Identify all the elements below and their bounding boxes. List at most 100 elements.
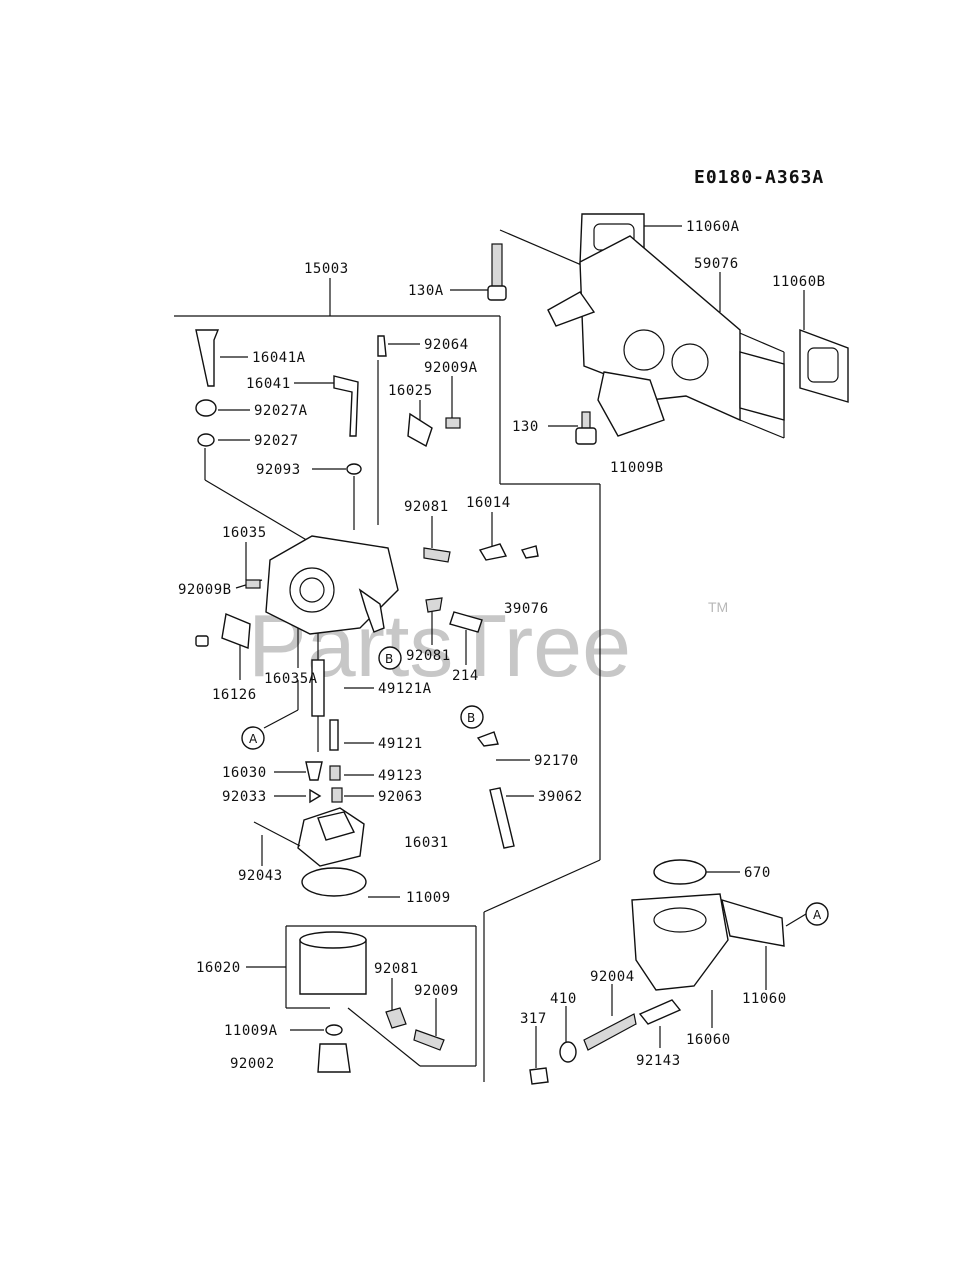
jet-49121-shape <box>329 719 339 751</box>
callout-b-upper <box>378 646 402 670</box>
screw-92009a-shape <box>445 417 461 429</box>
clamp-92170-shape <box>476 731 499 747</box>
jet-49123-shape <box>329 765 341 781</box>
part-label: 410 <box>550 991 577 1007</box>
part-label: 92081 <box>404 499 449 515</box>
part-label: 92081 <box>374 961 419 977</box>
screw-16035-shape <box>245 579 261 589</box>
part-label: 130 <box>512 419 539 435</box>
part-label: 92027A <box>254 403 308 419</box>
part-label: 92009A <box>424 360 478 376</box>
carburetor-assembly <box>195 329 539 1073</box>
gasket-11060b-shape <box>799 328 849 403</box>
part-label: 11009B <box>610 460 664 476</box>
diagram-code: E0180-A363A <box>694 167 824 188</box>
part-label: 11060 <box>742 991 787 1007</box>
screw-214-shape <box>449 611 483 633</box>
part-label: 16041 <box>246 376 291 392</box>
part-label: 92004 <box>590 969 635 985</box>
holder-16060-shape <box>631 893 729 991</box>
pin-92033-shape <box>309 788 322 804</box>
washer-11009a-shape <box>325 1024 343 1036</box>
valve-16014-shape <box>478 543 508 561</box>
part-label: 16014 <box>466 495 511 511</box>
part-label: 49121 <box>378 736 423 752</box>
part-label: 16020 <box>196 960 241 976</box>
part-label: 39076 <box>504 601 549 617</box>
manifold-assembly <box>487 213 849 445</box>
part-label: 92043 <box>238 868 283 884</box>
needle-16030-shape <box>305 761 323 781</box>
spring-92063-shape <box>331 787 343 803</box>
part-label: 92033 <box>222 789 267 805</box>
part-label: 11060B <box>772 274 826 290</box>
o-ring-11009-shape <box>301 867 367 897</box>
washer-410-shape <box>559 1041 577 1063</box>
callout-b-upper-text: B <box>385 652 393 666</box>
gasket-11009b-shape <box>597 371 665 437</box>
stud-92004-shape <box>583 1013 637 1051</box>
part-label: 92009 <box>414 983 459 999</box>
link-16041a-shape <box>195 329 220 387</box>
screw-92009-shape <box>413 1029 445 1051</box>
part-label: 92093 <box>256 462 301 478</box>
part-label: 49123 <box>378 768 423 784</box>
plug-92027a-shape <box>195 399 217 417</box>
collar-92143-shape <box>638 999 682 1025</box>
part-label: 92170 <box>534 753 579 769</box>
part-label: 16031 <box>404 835 449 851</box>
part-label: 92143 <box>636 1053 681 1069</box>
part-label: 670 <box>744 865 771 881</box>
callout-a-left <box>241 726 265 750</box>
screw-92081-lower-shape <box>385 1007 407 1029</box>
part-label: 39062 <box>538 789 583 805</box>
part-label: 11060A <box>686 219 740 235</box>
tube-39062-shape <box>489 787 515 849</box>
part-label: 16060 <box>686 1032 731 1048</box>
nut-317-shape <box>529 1067 549 1085</box>
part-label: 92081 <box>406 648 451 664</box>
part-label: 130A <box>408 283 444 299</box>
part-label: 49121A <box>378 681 432 697</box>
plate-16025-shape <box>407 412 433 448</box>
part-label: 92009B <box>178 582 232 598</box>
intake-manifold-shape <box>579 235 741 422</box>
part-label: 92064 <box>424 337 469 353</box>
part-label: 15003 <box>304 261 349 277</box>
part-label: 16030 <box>222 765 267 781</box>
part-label: 16126 <box>212 687 257 703</box>
watermark-trademark: TM <box>708 599 728 615</box>
spring-92064-shape <box>377 335 387 357</box>
part-label: 92027 <box>254 433 299 449</box>
nozzle-49121a-shape <box>311 659 325 717</box>
screw-92081-shape <box>423 547 451 563</box>
part-label: 214 <box>452 668 479 684</box>
part-label: 92063 <box>378 789 423 805</box>
part-label: 11009A <box>224 1023 278 1039</box>
bolt-130a-shape <box>491 243 503 289</box>
part-label: 16025 <box>388 383 433 399</box>
screw-92009b-shape <box>195 635 209 647</box>
seal-92093-shape <box>346 463 362 475</box>
part-labels: 11060A 59076 11060B 130A 130 11009B 1500… <box>178 219 826 1072</box>
part-label: 16035 <box>222 525 267 541</box>
part-label: 16035A <box>264 671 318 687</box>
callout-a-right <box>805 902 829 926</box>
part-label: 92002 <box>230 1056 275 1072</box>
part-label: 16041A <box>252 350 306 366</box>
part-label: 317 <box>520 1011 547 1027</box>
lever-16041-shape <box>333 375 359 437</box>
part-label: 11009 <box>406 890 451 906</box>
callout-a-left-text: A <box>249 732 258 746</box>
plug-92027-shape <box>197 433 215 447</box>
callout-b-lower-text: B <box>467 711 475 725</box>
bolt-92002-shape <box>317 1043 351 1073</box>
callout-b-lower <box>460 705 484 729</box>
lower-right-assembly <box>529 859 785 1085</box>
o-ring-670-shape <box>653 859 707 885</box>
callout-a-right-text: A <box>813 908 822 922</box>
gasket-11060-shape <box>721 898 785 947</box>
callout-markers: B A B A <box>241 646 829 926</box>
